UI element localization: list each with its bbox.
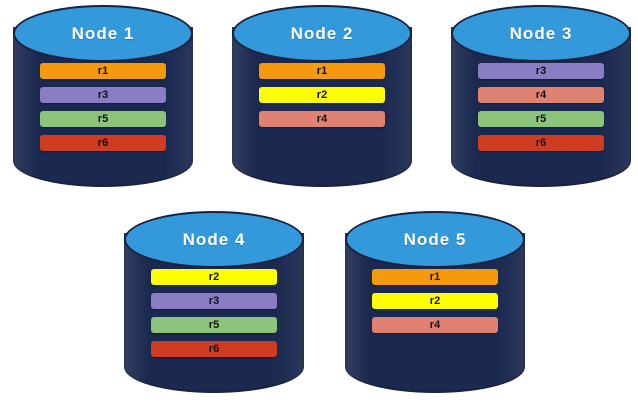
replica-label: r2 bbox=[208, 270, 220, 283]
replica-bar-r5[interactable]: r5 bbox=[151, 317, 277, 333]
replica-label: r3 bbox=[208, 294, 220, 307]
replica-bar-r5[interactable]: r5 bbox=[478, 111, 604, 127]
replica-label: r5 bbox=[97, 112, 109, 125]
replica-bar-r5[interactable]: r5 bbox=[40, 111, 166, 127]
database-node-5[interactable]: Node 5 r1 r2 r4 bbox=[345, 211, 525, 394]
replica-label: r2 bbox=[429, 294, 441, 307]
cylinder-top-ellipse: Node 3 bbox=[451, 5, 631, 62]
replica-bar-r1[interactable]: r1 bbox=[372, 269, 498, 285]
cylinder-top-ellipse: Node 4 bbox=[124, 211, 304, 268]
replica-label: r1 bbox=[429, 270, 441, 283]
replica-label: r5 bbox=[208, 318, 220, 331]
replica-bar-r4[interactable]: r4 bbox=[372, 317, 498, 333]
cylinder-top-ellipse: Node 1 bbox=[13, 5, 193, 62]
replica-bar-r2[interactable]: r2 bbox=[372, 293, 498, 309]
node-label: Node 1 bbox=[71, 23, 135, 43]
replica-label: r1 bbox=[316, 64, 328, 77]
replica-bar-r6[interactable]: r6 bbox=[151, 341, 277, 357]
node-label: Node 3 bbox=[509, 23, 573, 43]
replica-bar-r3[interactable]: r3 bbox=[478, 63, 604, 79]
replica-label: r4 bbox=[535, 88, 547, 101]
replica-bar-r6[interactable]: r6 bbox=[478, 135, 604, 151]
node-label: Node 2 bbox=[290, 23, 354, 43]
replica-label: r5 bbox=[535, 112, 547, 125]
database-node-2[interactable]: Node 2 r1 r2 r4 bbox=[232, 5, 412, 188]
replica-list: r1 r2 r4 bbox=[372, 269, 498, 341]
replica-label: r3 bbox=[535, 64, 547, 77]
replica-bar-r4[interactable]: r4 bbox=[259, 111, 385, 127]
replica-label: r4 bbox=[429, 318, 441, 331]
replica-label: r1 bbox=[97, 64, 109, 77]
replica-label: r4 bbox=[316, 112, 328, 125]
replica-label: r6 bbox=[208, 342, 220, 355]
replica-label: r6 bbox=[97, 136, 109, 149]
node-label: Node 4 bbox=[182, 229, 246, 249]
replica-bar-r3[interactable]: r3 bbox=[40, 87, 166, 103]
replica-label: r3 bbox=[97, 88, 109, 101]
replica-bar-r2[interactable]: r2 bbox=[151, 269, 277, 285]
replica-bar-r3[interactable]: r3 bbox=[151, 293, 277, 309]
replica-list: r1 r3 r5 r6 bbox=[40, 63, 166, 159]
database-node-4[interactable]: Node 4 r2 r3 r5 r6 bbox=[124, 211, 304, 394]
replica-bar-r6[interactable]: r6 bbox=[40, 135, 166, 151]
replica-bar-r1[interactable]: r1 bbox=[40, 63, 166, 79]
replica-bar-r2[interactable]: r2 bbox=[259, 87, 385, 103]
replica-list: r3 r4 r5 r6 bbox=[478, 63, 604, 159]
database-node-3[interactable]: Node 3 r3 r4 r5 r6 bbox=[451, 5, 631, 188]
replica-bar-r1[interactable]: r1 bbox=[259, 63, 385, 79]
replica-label: r2 bbox=[316, 88, 328, 101]
replica-list: r2 r3 r5 r6 bbox=[151, 269, 277, 365]
replica-bar-r4[interactable]: r4 bbox=[478, 87, 604, 103]
replica-list: r1 r2 r4 bbox=[259, 63, 385, 135]
replica-label: r6 bbox=[535, 136, 547, 149]
node-label: Node 5 bbox=[403, 229, 467, 249]
cylinder-top-ellipse: Node 2 bbox=[232, 5, 412, 62]
database-node-1[interactable]: Node 1 r1 r3 r5 r6 bbox=[13, 5, 193, 188]
cylinder-top-ellipse: Node 5 bbox=[345, 211, 525, 268]
